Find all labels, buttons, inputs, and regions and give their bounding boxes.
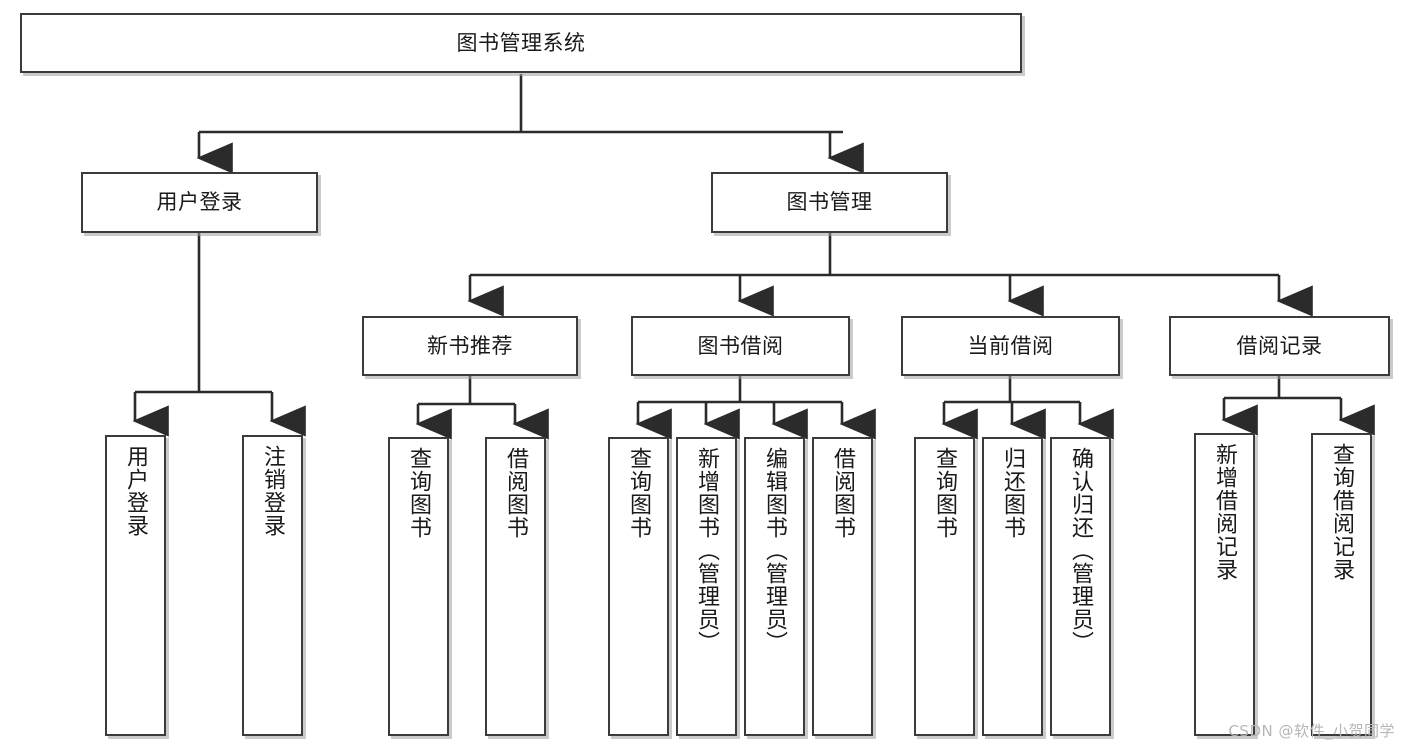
watermark-text: CSDN @软件_小贺同学 [1228, 722, 1395, 740]
node-leaf-edit-book[interactable]: 编辑图书（管理员） [744, 437, 805, 736]
node-label: 图书管理系统 [456, 30, 586, 55]
node-new-book-rec[interactable]: 新书推荐 [362, 316, 578, 376]
node-label: 借阅图书 [503, 447, 529, 539]
node-label: 借阅图书 [830, 447, 856, 539]
node-label: 图书管理 [786, 190, 873, 215]
node-leaf-query-book-1[interactable]: 查询图书 [388, 437, 449, 736]
node-leaf-return-book[interactable]: 归还图书 [982, 437, 1043, 736]
node-leaf-borrow-book-1[interactable]: 借阅图书 [485, 437, 546, 736]
node-label: 图书借阅 [697, 333, 784, 358]
node-current-borrow[interactable]: 当前借阅 [901, 316, 1120, 376]
node-leaf-borrow-book-2[interactable]: 借阅图书 [812, 437, 873, 736]
node-user-login[interactable]: 用户登录 [81, 172, 318, 233]
node-label: 新书推荐 [427, 333, 513, 358]
node-label: 用户登录 [123, 445, 149, 537]
node-leaf-user-login[interactable]: 用户登录 [105, 435, 166, 736]
node-label: 查询图书 [406, 447, 432, 539]
node-label: 查询图书 [932, 447, 958, 539]
node-book-borrow[interactable]: 图书借阅 [631, 316, 850, 376]
node-leaf-query-record[interactable]: 查询借阅记录 [1311, 433, 1372, 736]
node-leaf-confirm-return[interactable]: 确认归还（管理员） [1050, 437, 1111, 736]
node-label: 新增借阅记录 [1212, 443, 1238, 581]
node-label: 查询借阅记录 [1329, 443, 1355, 581]
node-label: 归还图书 [1000, 447, 1026, 539]
node-label: 新增图书（管理员） [694, 447, 720, 654]
node-book-manage[interactable]: 图书管理 [711, 172, 948, 233]
node-label: 借阅记录 [1236, 333, 1323, 358]
node-root-system[interactable]: 图书管理系统 [20, 13, 1022, 73]
node-leaf-add-book[interactable]: 新增图书（管理员） [676, 437, 737, 736]
node-label: 当前借阅 [967, 333, 1054, 358]
node-borrow-record[interactable]: 借阅记录 [1169, 316, 1390, 376]
node-label: 用户登录 [156, 190, 243, 215]
node-label: 编辑图书（管理员） [762, 447, 788, 654]
node-leaf-query-book-2[interactable]: 查询图书 [608, 437, 669, 736]
node-label: 注销登录 [260, 445, 286, 537]
node-leaf-add-record[interactable]: 新增借阅记录 [1194, 433, 1255, 736]
node-leaf-logout[interactable]: 注销登录 [242, 435, 303, 736]
node-leaf-query-book-3[interactable]: 查询图书 [914, 437, 975, 736]
node-label: 查询图书 [626, 447, 652, 539]
node-label: 确认归还（管理员） [1068, 447, 1094, 654]
